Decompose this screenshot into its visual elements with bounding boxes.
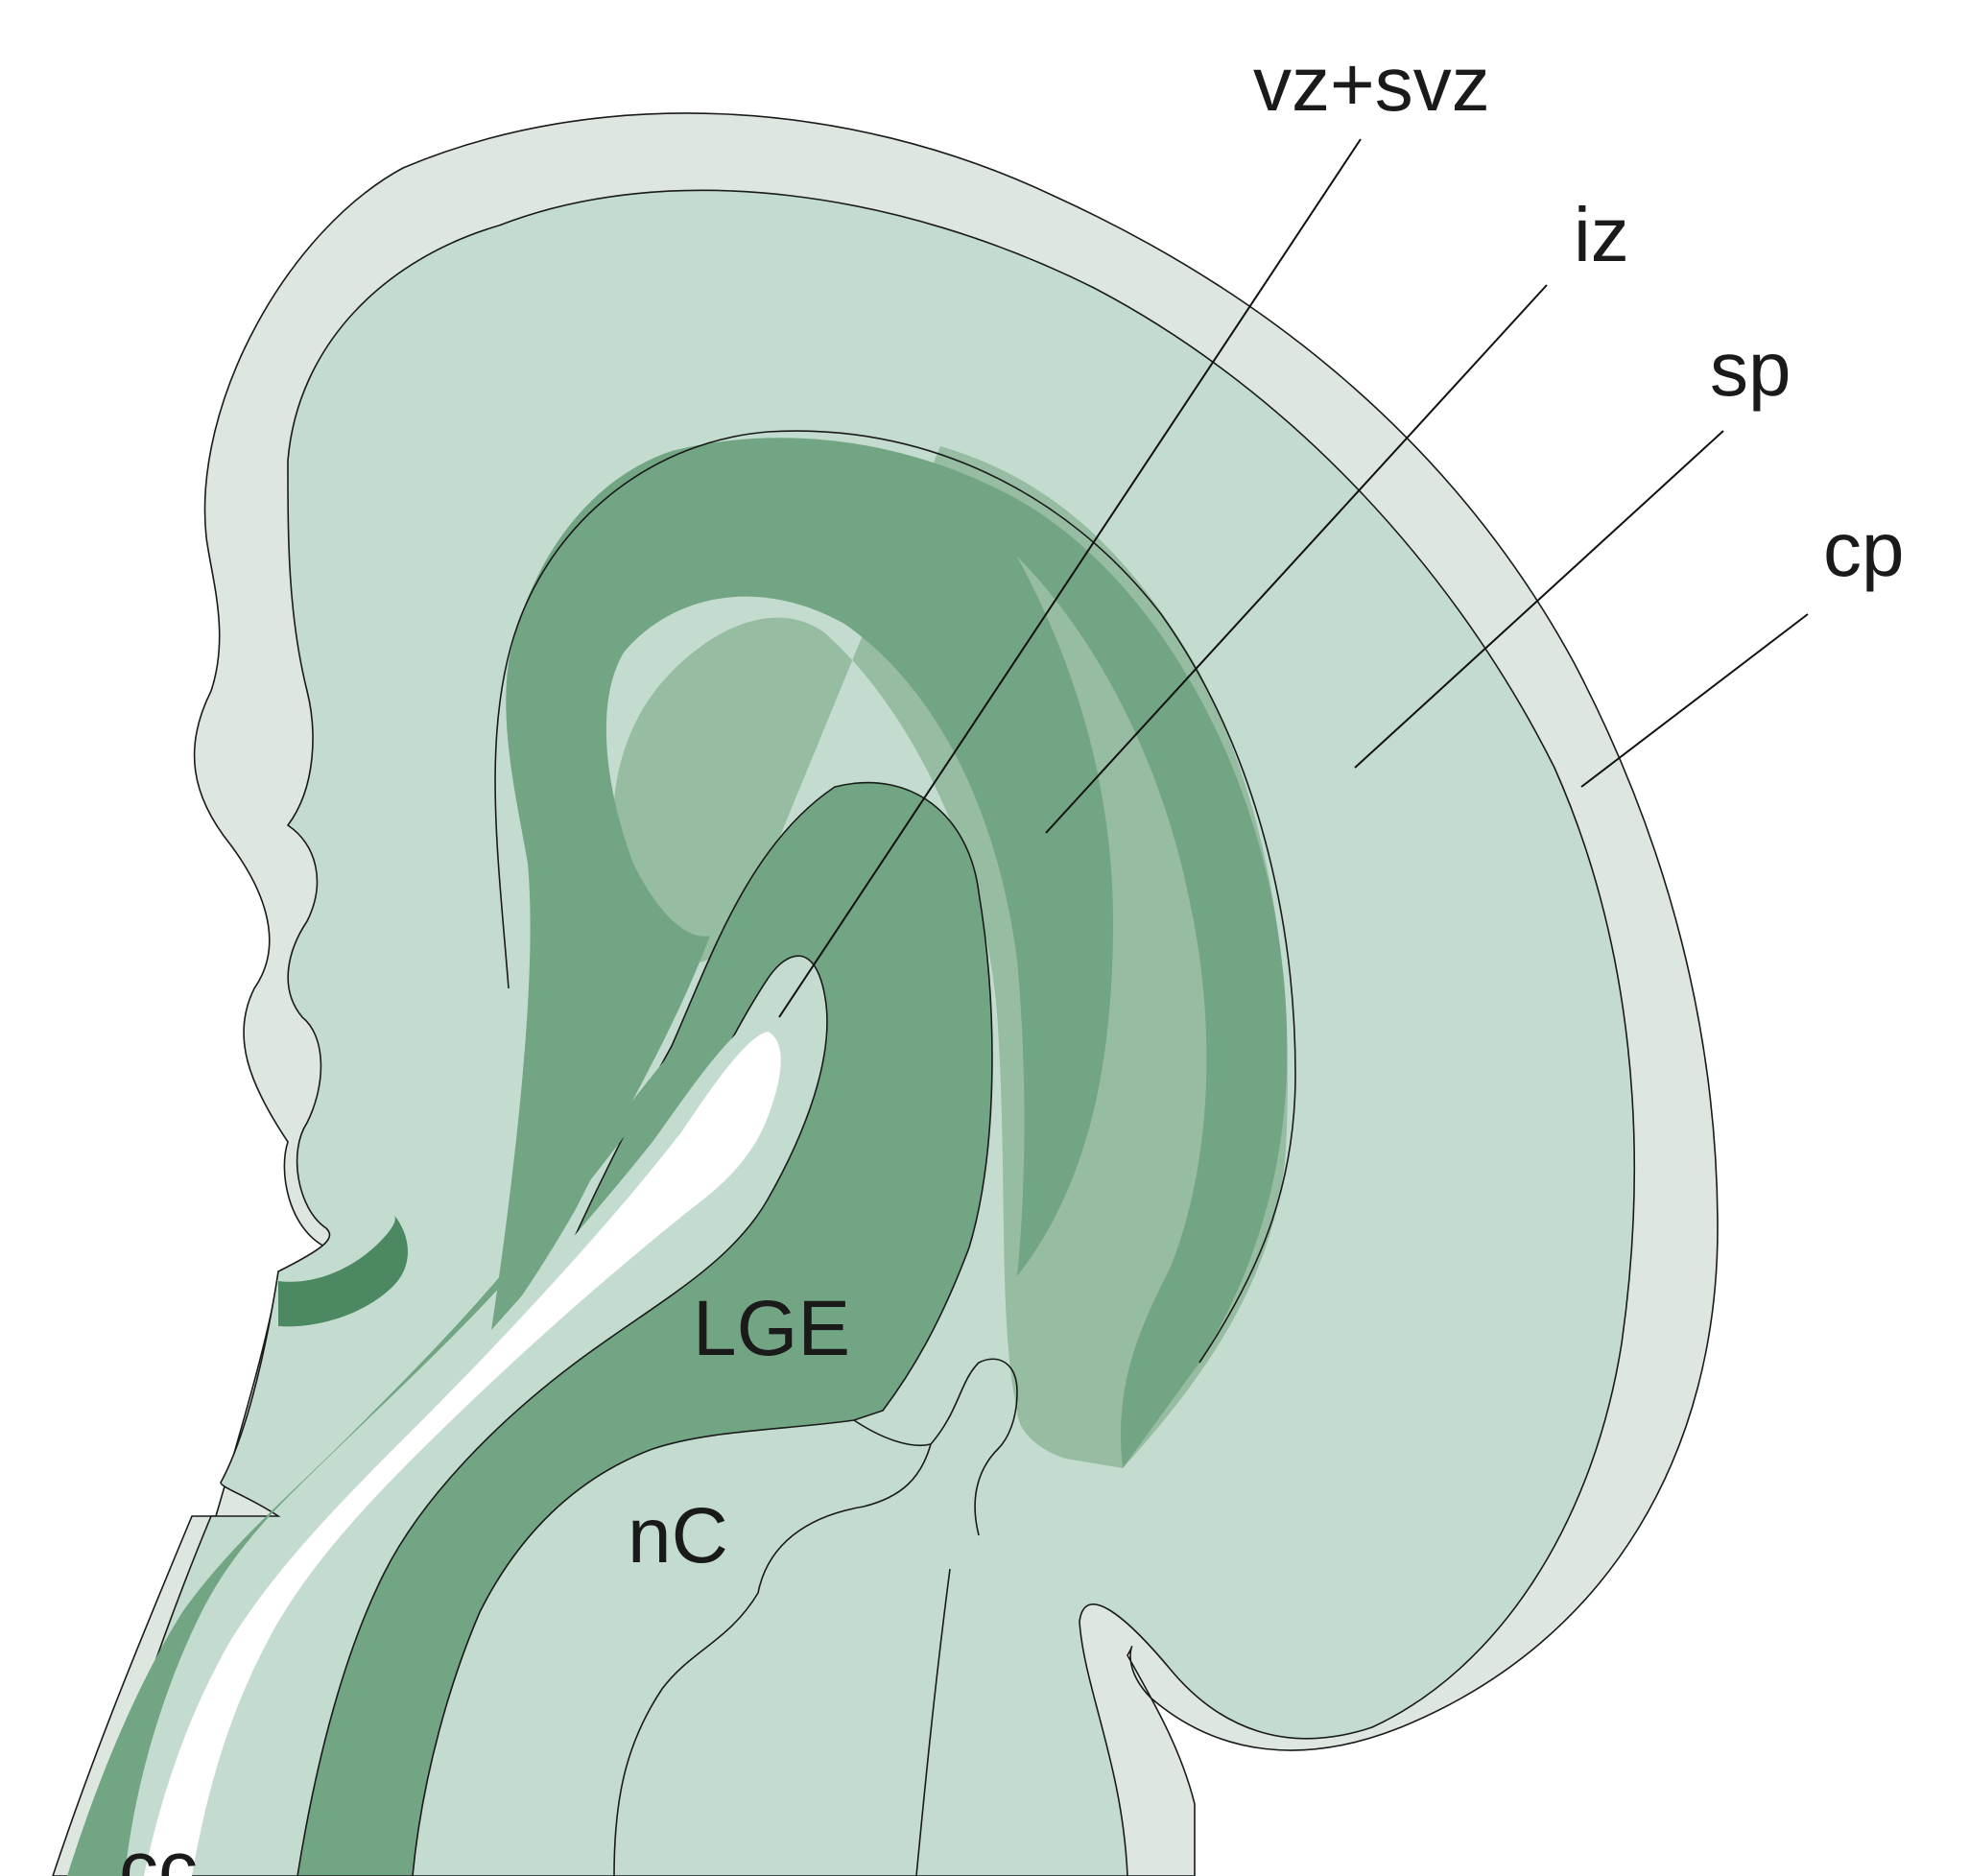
label-vz-svz: vz+svz: [1253, 41, 1490, 127]
label-lge: LGE: [693, 1285, 850, 1372]
leader-line-vz-svz: [778, 138, 1362, 1018]
label-iz: iz: [1574, 192, 1629, 277]
intermediate-zone-region: [613, 446, 1288, 1468]
label-cc: cc: [119, 1825, 198, 1876]
leader-line-cp: [1580, 613, 1809, 788]
ventricular-zone-arc: [489, 438, 1288, 1469]
medial-accent-arc: [278, 1214, 408, 1327]
ventricular-zone-strip: [67, 988, 729, 1876]
label-nc: nC: [628, 1492, 728, 1579]
nc-lobule-outline: [930, 1358, 1018, 1536]
medial-boundary-line: [915, 1568, 951, 1876]
lateral-ventricle: [144, 1032, 781, 1876]
label-cp: cp: [1823, 507, 1905, 592]
pallium-inner-contour: [494, 430, 1296, 1364]
label-sp: sp: [1710, 326, 1791, 412]
leader-line-iz: [1045, 284, 1548, 834]
leader-line-sp: [1354, 430, 1724, 769]
